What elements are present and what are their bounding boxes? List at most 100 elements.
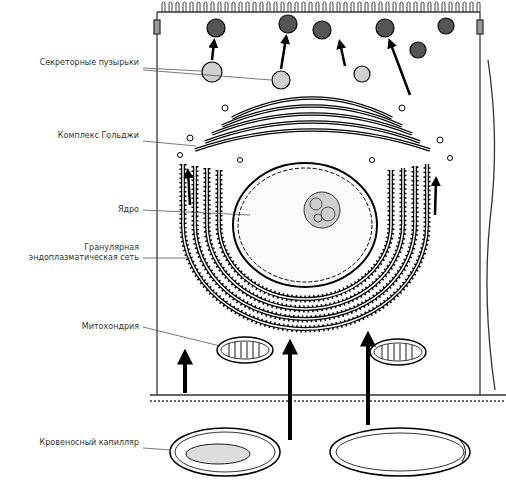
- mitochondrion: [370, 339, 426, 365]
- flow-arrow: [212, 42, 214, 60]
- cell-membrane: [150, 394, 506, 395]
- leader-line: [143, 448, 171, 450]
- microvilli: [288, 2, 291, 12]
- microvilli: [204, 2, 207, 12]
- cell-membrane: [154, 20, 160, 34]
- rough-er: [219, 170, 391, 299]
- mitochondrion: [217, 337, 426, 365]
- microvilli: [477, 2, 480, 12]
- part-label: Комплекс Гольджи: [19, 131, 139, 141]
- part-label: Секреторные пузырьки: [19, 58, 139, 68]
- part-label: Митохондрия: [19, 322, 139, 332]
- microvilli: [323, 2, 326, 12]
- flow-arrow: [185, 38, 436, 440]
- rough-er: [207, 168, 403, 309]
- microvilli: [414, 2, 417, 12]
- cell-membrane: [487, 60, 495, 390]
- cell-membrane: [477, 20, 483, 34]
- flow-arrow: [340, 43, 345, 66]
- microvilli: [316, 2, 319, 12]
- microvilli: [330, 2, 333, 12]
- leader-line: [143, 210, 250, 215]
- microvilli: [281, 2, 284, 12]
- microvilli: [470, 2, 473, 12]
- microvilli: [435, 2, 438, 12]
- golgi-complex: [399, 105, 405, 111]
- microvilli: [162, 2, 480, 12]
- microvilli: [442, 2, 445, 12]
- nucleus: [310, 198, 322, 210]
- golgi-complex: [222, 105, 228, 111]
- nucleus: [314, 214, 322, 222]
- golgi-complex: [178, 153, 183, 158]
- cell-membrane: [150, 400, 506, 401]
- rough-er: [207, 168, 403, 309]
- rough-er: [183, 164, 427, 329]
- microvilli: [456, 2, 459, 12]
- rough-er: [183, 164, 427, 329]
- nucleus: [321, 207, 335, 221]
- microvilli: [218, 2, 221, 12]
- secretory-vesicle: [410, 42, 426, 58]
- microvilli: [176, 2, 179, 12]
- microvilli: [253, 2, 256, 12]
- cell-membrane: [156, 12, 157, 395]
- golgi-complex: [238, 158, 243, 163]
- part-label: Кровеносный капилляр: [19, 438, 139, 448]
- microvilli: [197, 2, 200, 12]
- golgi-complex: [370, 158, 375, 163]
- secretory-vesicle: [354, 66, 370, 82]
- microvilli: [211, 2, 214, 12]
- microvilli: [239, 2, 242, 12]
- blood-capillary: [336, 433, 464, 471]
- leader-line: [143, 141, 196, 146]
- mitochondrion: [217, 337, 273, 363]
- flow-arrow: [435, 180, 436, 215]
- rough-er: [219, 170, 391, 299]
- cell-membrane: [157, 11, 480, 12]
- blood-capillary: [460, 440, 466, 462]
- microvilli: [246, 2, 249, 12]
- golgi-complex: [187, 135, 193, 141]
- microvilli: [295, 2, 298, 12]
- flow-arrow: [390, 42, 410, 95]
- rough-er: [183, 164, 427, 329]
- golgi-complex: [222, 106, 402, 126]
- microvilli: [351, 2, 354, 12]
- blood-capillary: [170, 428, 280, 476]
- microvilli: [421, 2, 424, 12]
- microvilli: [463, 2, 466, 12]
- secretory-vesicle: [279, 15, 297, 33]
- microvilli: [386, 2, 389, 12]
- microvilli: [190, 2, 193, 12]
- secretory-vesicle: [376, 19, 394, 37]
- microvilli: [225, 2, 228, 12]
- flow-arrow: [281, 38, 286, 69]
- secretory-vesicle: [202, 62, 222, 82]
- mitochondrion: [374, 343, 422, 361]
- leader-line: [143, 68, 271, 450]
- secretory-vesicle: [313, 21, 331, 39]
- microvilli: [169, 2, 172, 12]
- cell-membrane: [479, 12, 480, 395]
- microvilli: [309, 2, 312, 12]
- golgi-complex: [178, 98, 453, 163]
- microvilli: [260, 2, 263, 12]
- golgi-complex: [448, 156, 453, 161]
- cell-membrane: [150, 12, 506, 401]
- nucleus: [238, 168, 372, 282]
- rough-er: [207, 168, 403, 309]
- microvilli: [428, 2, 431, 12]
- microvilli: [274, 2, 277, 12]
- secretory-vesicle: [272, 71, 290, 89]
- mitochondrion: [382, 344, 412, 360]
- golgi-complex: [437, 137, 443, 143]
- nucleus: [304, 192, 340, 228]
- microvilli: [407, 2, 410, 12]
- mitochondrion: [221, 341, 269, 359]
- golgi-complex: [178, 105, 453, 163]
- part-label: Гранулярная эндоплазматическая сеть: [19, 243, 139, 263]
- golgi-complex: [195, 98, 430, 150]
